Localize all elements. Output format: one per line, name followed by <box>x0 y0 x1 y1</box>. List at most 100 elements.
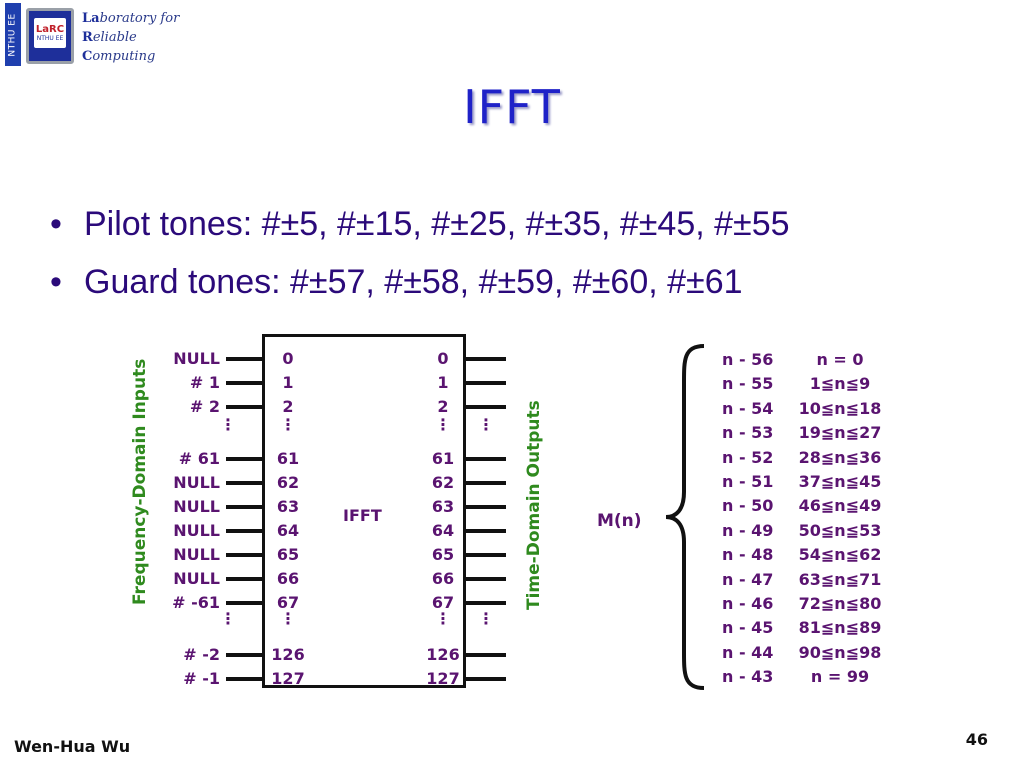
input-label: NULL <box>173 521 220 540</box>
output-index: 63 <box>431 497 455 516</box>
output-index: 126 <box>426 645 460 664</box>
mapping-range: 1≦n≦9 <box>809 374 871 394</box>
output-pin-line <box>466 653 506 657</box>
input-label: ⋮ <box>220 415 236 434</box>
output-pin-line <box>466 601 506 605</box>
input-label: # -2 <box>183 645 220 664</box>
output-index: ⋮ <box>435 609 451 628</box>
ifft-block-label: IFFT <box>343 506 382 525</box>
output-pin-line <box>466 405 506 409</box>
output-index: 61 <box>431 449 455 468</box>
output-index: 2 <box>437 397 449 416</box>
mapping-offset: n - 45 <box>722 618 774 638</box>
mapping-range: 81≦n≦89 <box>798 618 882 638</box>
input-index: 62 <box>276 473 300 492</box>
input-index: ⋮ <box>280 415 296 434</box>
mapping-range: 54≦n≦62 <box>798 545 882 565</box>
output-ellipsis: ⋮ <box>478 415 494 434</box>
chip-logo-subtext: NTHU EE <box>36 34 64 42</box>
input-label: # -1 <box>183 669 220 688</box>
lab-name: Laboratory for Reliable Computing <box>82 9 179 66</box>
lab-name-line: Computing <box>82 49 156 64</box>
input-pin-line <box>226 505 262 509</box>
input-label: ⋮ <box>220 609 236 628</box>
input-pin-line <box>226 357 262 361</box>
mapping-range: 28≦n≦36 <box>798 447 882 467</box>
input-index: 2 <box>282 397 294 416</box>
input-pin-line <box>226 577 262 581</box>
input-label: # -61 <box>172 593 220 612</box>
output-index: 65 <box>431 545 455 564</box>
bullet-pilot-tones: •Pilot tones: #±5, #±15, #±25, #±35, #±4… <box>50 205 790 243</box>
mapping-range: n = 99 <box>810 667 870 687</box>
input-index: 65 <box>276 545 300 564</box>
mapping-offset: n - 56 <box>722 350 774 369</box>
input-pin-line <box>226 481 262 485</box>
mapping-range: 50≦n≦53 <box>798 520 882 540</box>
input-pin-line <box>226 677 262 681</box>
output-pin-line <box>466 357 506 361</box>
output-index: 62 <box>431 473 455 492</box>
mapping-range: 63≦n≦71 <box>798 569 882 589</box>
input-index: 64 <box>276 521 300 540</box>
mapping-label: M(n) <box>597 511 642 531</box>
mapping-offset: n - 46 <box>722 594 774 613</box>
page-number: 46 <box>965 730 988 749</box>
mapping-range: 37≦n≦45 <box>798 472 882 491</box>
output-pin-line <box>466 577 506 581</box>
mapping-range: 72≦n≦80 <box>798 594 882 613</box>
input-pin-line <box>226 381 262 385</box>
output-index: 1 <box>437 373 449 392</box>
input-index: 126 <box>271 645 305 664</box>
output-index: ⋮ <box>435 415 451 434</box>
output-pin-line <box>466 553 506 557</box>
bullet-guard-tones: •Guard tones: #±57, #±58, #±59, #±60, #±… <box>50 263 743 301</box>
input-index: 1 <box>282 373 294 392</box>
input-index: 63 <box>276 497 300 516</box>
input-index: 127 <box>271 669 305 688</box>
input-index: 61 <box>276 449 300 468</box>
input-index: 67 <box>276 593 300 612</box>
author-name: Wen-Hua Wu <box>14 737 131 756</box>
mapping-offset: n - 54 <box>722 398 774 418</box>
mapping-range: 10≦n≦18 <box>798 398 882 418</box>
time-domain-outputs-label: Time-Domain Outputs <box>524 400 544 610</box>
input-label: NULL <box>173 497 220 516</box>
mapping-offset: n - 52 <box>722 447 774 467</box>
input-pin-line <box>226 653 262 657</box>
input-pin-line <box>226 553 262 557</box>
chip-logo-text: LaRC <box>35 23 65 35</box>
mapping-offset: n - 51 <box>722 472 774 491</box>
output-index: 127 <box>426 669 460 688</box>
mapping-offset: n - 44 <box>722 642 774 662</box>
mapping-offset: n - 47 <box>722 569 774 589</box>
input-label: # 61 <box>178 449 220 468</box>
output-pin-line <box>466 505 506 509</box>
ifft-block: IFFT <box>262 334 466 688</box>
input-pin-line <box>226 529 262 533</box>
input-label: NULL <box>173 545 220 564</box>
mapping-range: 19≦n≦27 <box>798 423 882 443</box>
chip-logo-face: LaRC NTHU EE <box>34 18 66 48</box>
lab-name-line: Laboratory for <box>82 11 180 26</box>
output-pin-line <box>466 481 506 485</box>
input-label: NULL <box>173 569 220 588</box>
output-pin-line <box>466 381 506 385</box>
mapping-offset: n - 43 <box>722 667 774 687</box>
output-pin-line <box>466 677 506 681</box>
curly-brace-icon <box>665 344 705 690</box>
mapping-range: 90≦n≦98 <box>798 642 882 662</box>
mapping-range: n = 0 <box>816 350 864 369</box>
output-index: 67 <box>431 593 455 612</box>
input-index: ⋮ <box>280 609 296 628</box>
output-index: 64 <box>431 521 455 540</box>
input-pin-line <box>226 601 262 605</box>
input-pin-line <box>226 405 262 409</box>
input-label: NULL <box>173 473 220 492</box>
output-index: 0 <box>437 349 449 368</box>
input-pin-line <box>226 457 262 461</box>
output-pin-line <box>466 529 506 533</box>
input-index: 66 <box>276 569 300 588</box>
input-label: NULL <box>173 349 220 368</box>
mapping-range: 46≦n≦49 <box>798 496 882 516</box>
